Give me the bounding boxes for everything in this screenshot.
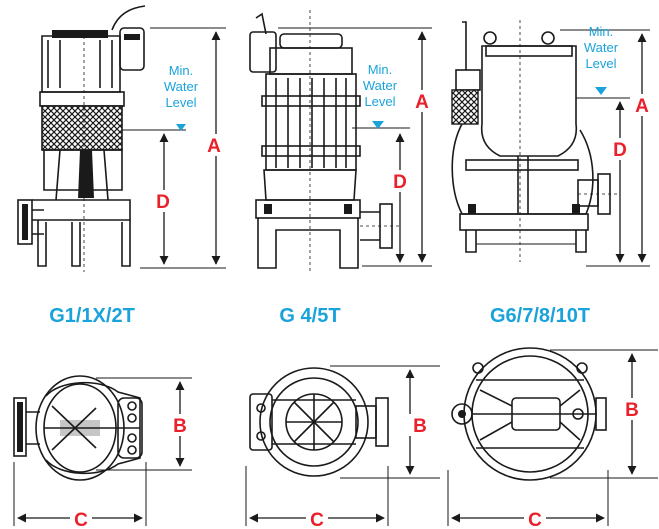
water-level-line3-p3: Level — [585, 56, 616, 71]
pump-3-top-view — [447, 347, 658, 526]
dimension-label-a-p1: A — [207, 136, 221, 157]
water-level-line1-p3: Min. — [589, 24, 614, 39]
water-level-line1-p2: Min. — [368, 62, 393, 77]
pump-1-top-view — [13, 375, 192, 526]
water-level-line2-p2: Water — [363, 78, 398, 93]
water-level-line2-p1: Water — [164, 79, 199, 94]
water-level-line3-p2: Level — [364, 94, 395, 109]
water-level-line2-p3: Water — [584, 40, 619, 55]
dimension-label-b-p1: B — [173, 416, 187, 437]
dimension-label-d-p1: D — [156, 192, 170, 213]
model-label-3: G6/7/8/10T — [490, 305, 590, 327]
dimension-label-c-p2: C — [310, 510, 324, 529]
dimension-label-a-p3: A — [635, 96, 649, 117]
pump-2-top-view — [245, 365, 440, 526]
pump-1-side-view — [17, 5, 226, 272]
dimension-label-d-p3: D — [613, 140, 627, 161]
pump-3-side-view — [451, 20, 650, 267]
dimension-label-b-p2: B — [413, 416, 427, 437]
pump-2-side-view — [249, 10, 432, 272]
model-label-1: G1/1X/2T — [49, 305, 135, 327]
model-label-2: G 4/5T — [279, 305, 340, 327]
dimension-label-c-p3: C — [528, 510, 542, 529]
water-level-line1-p1: Min. — [169, 63, 194, 78]
dimension-label-d-p2: D — [393, 172, 407, 193]
dimension-label-b-p3: B — [625, 400, 639, 421]
water-level-line3-p1: Level — [165, 95, 196, 110]
dimension-label-a-p2: A — [415, 92, 429, 113]
dimension-label-c-p1: C — [74, 510, 88, 529]
